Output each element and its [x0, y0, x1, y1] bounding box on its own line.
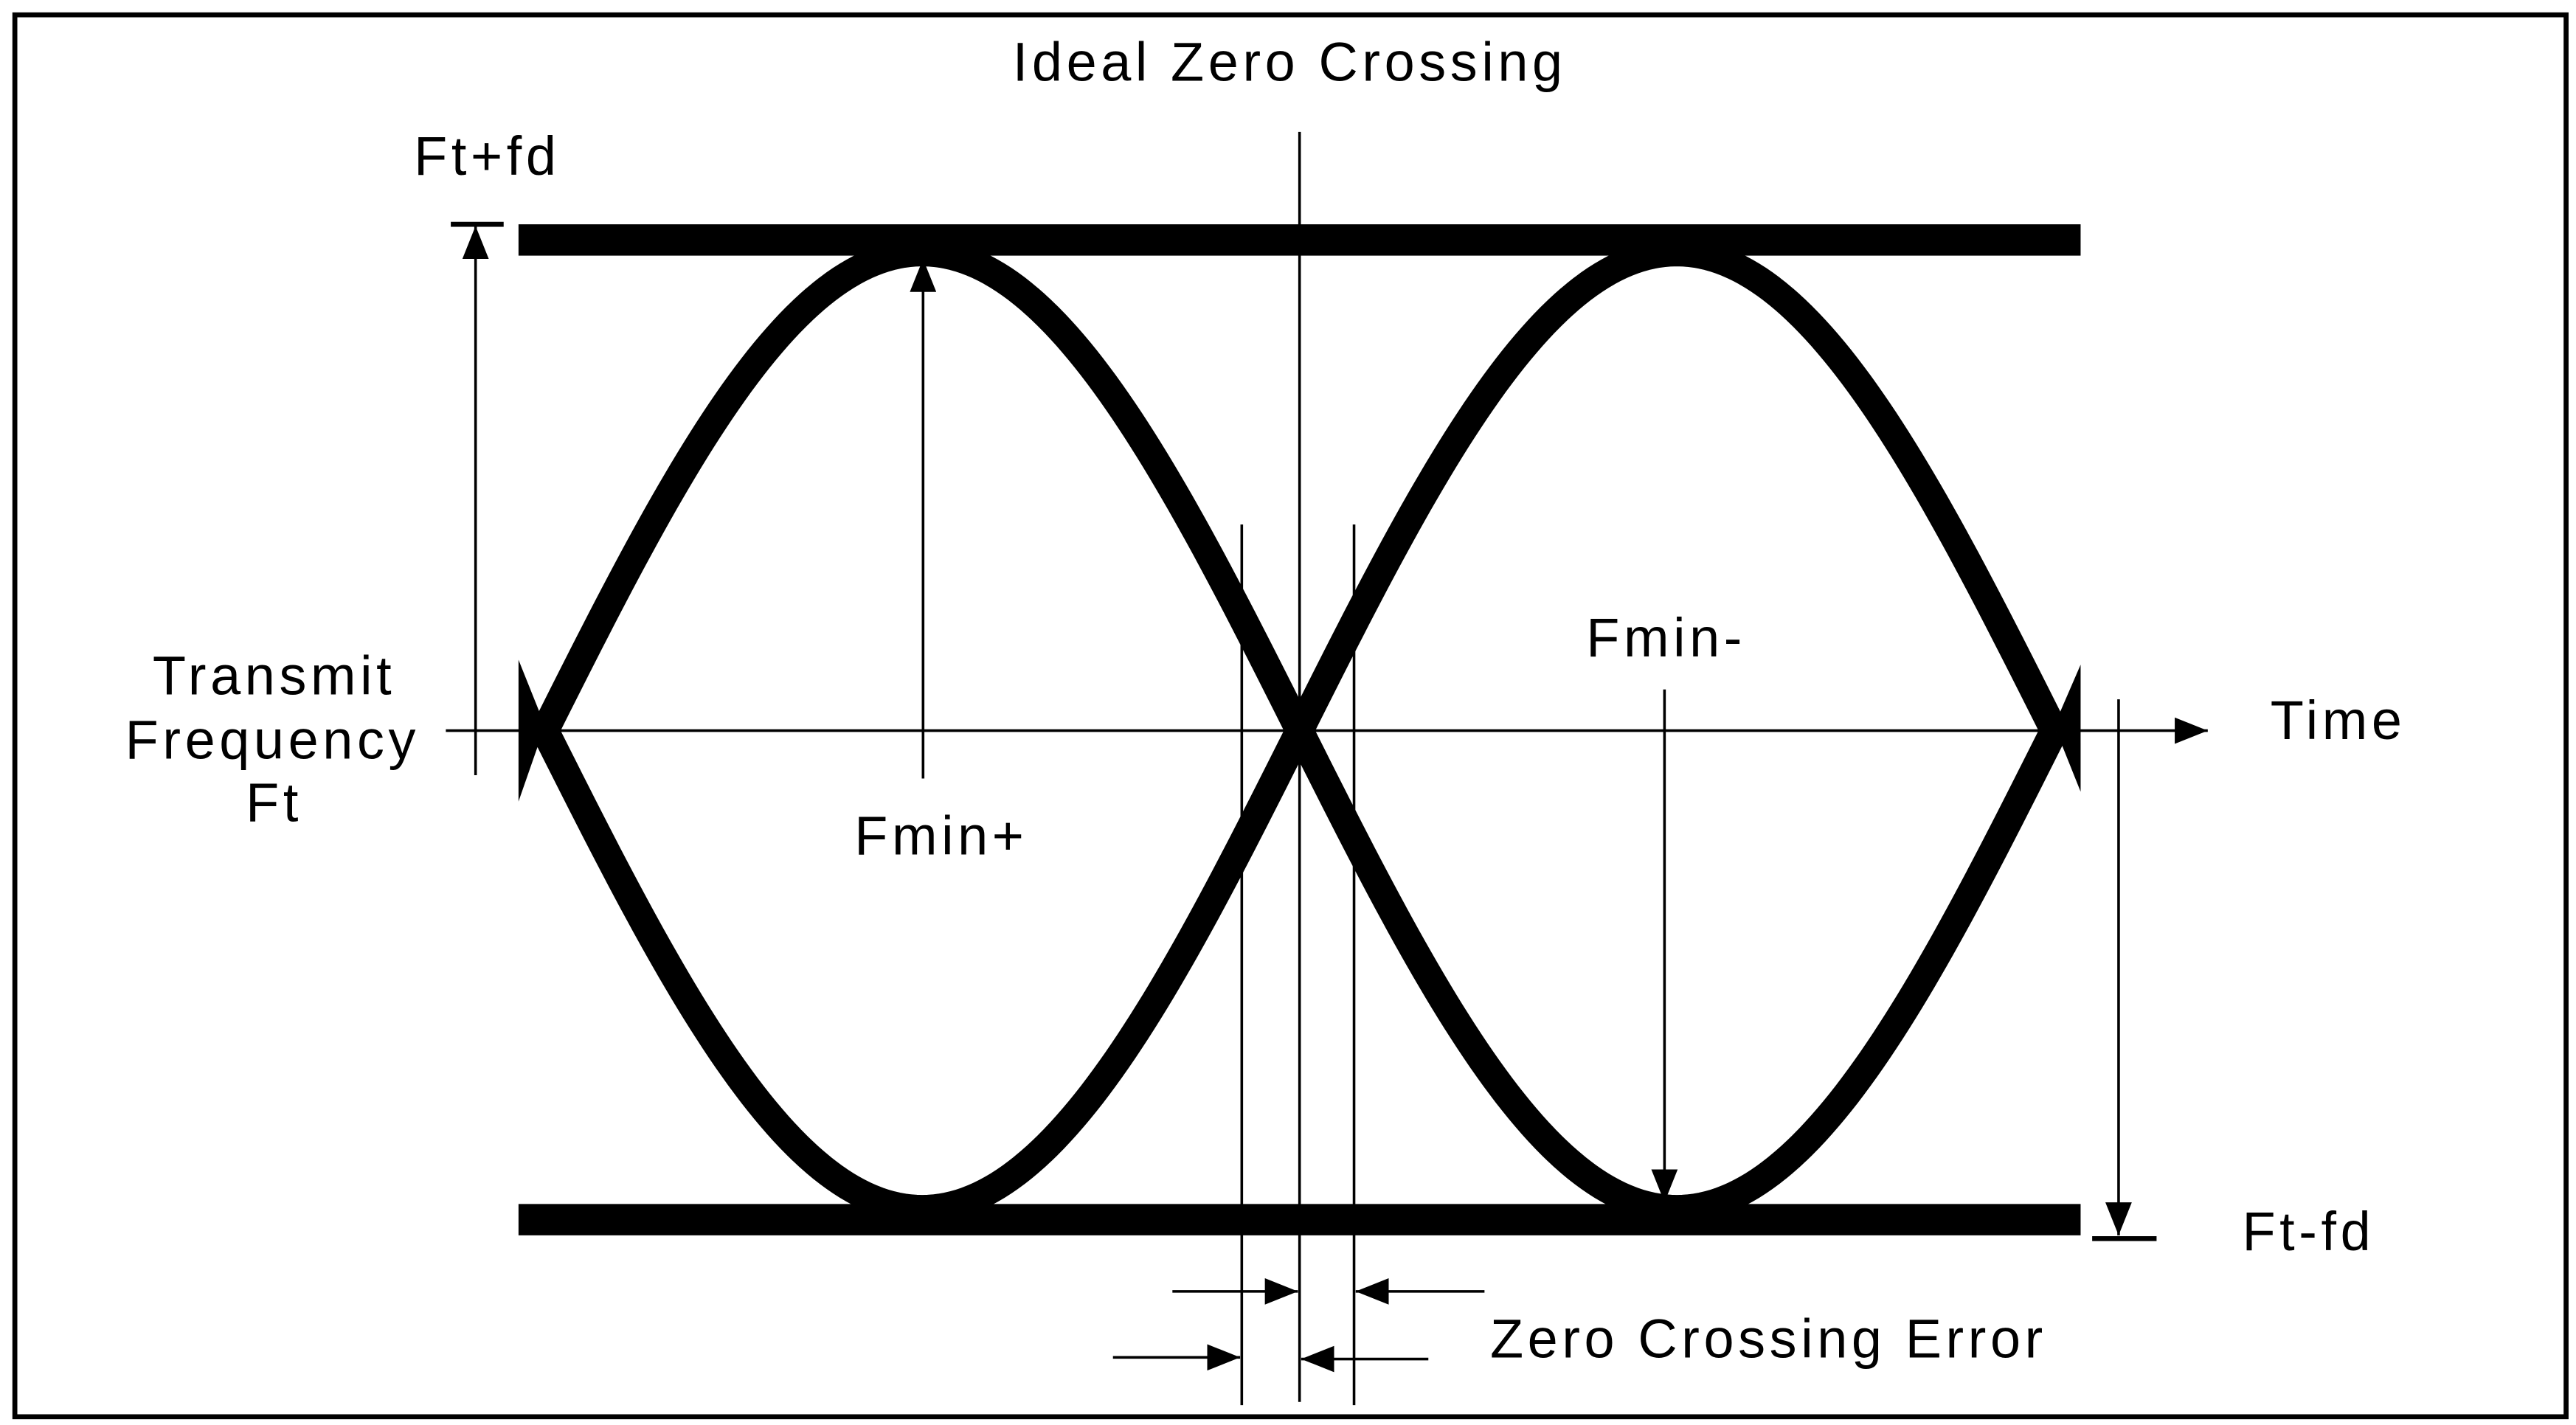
- time-label: Time: [2271, 690, 2406, 751]
- fmin-minus-label: Fmin-: [1586, 607, 1746, 668]
- fmin-plus-label: Fmin+: [854, 805, 1028, 866]
- zero-crossing-error-label: Zero Crossing Error: [1490, 1308, 2047, 1369]
- transmit-frequency-label-line3: Ft: [246, 772, 302, 833]
- right-end-cap: [2054, 665, 2081, 792]
- ft-minus-fd-label: Ft-fd: [2242, 1201, 2375, 1262]
- transmit-frequency-label-line1: Transmit: [153, 645, 395, 706]
- ft-plus-fd-label: Ft+fd: [414, 125, 560, 187]
- transmit-frequency-label-line2: Frequency: [125, 710, 420, 771]
- ideal-zero-crossing-label: Ideal Zero Crossing: [1013, 32, 1567, 93]
